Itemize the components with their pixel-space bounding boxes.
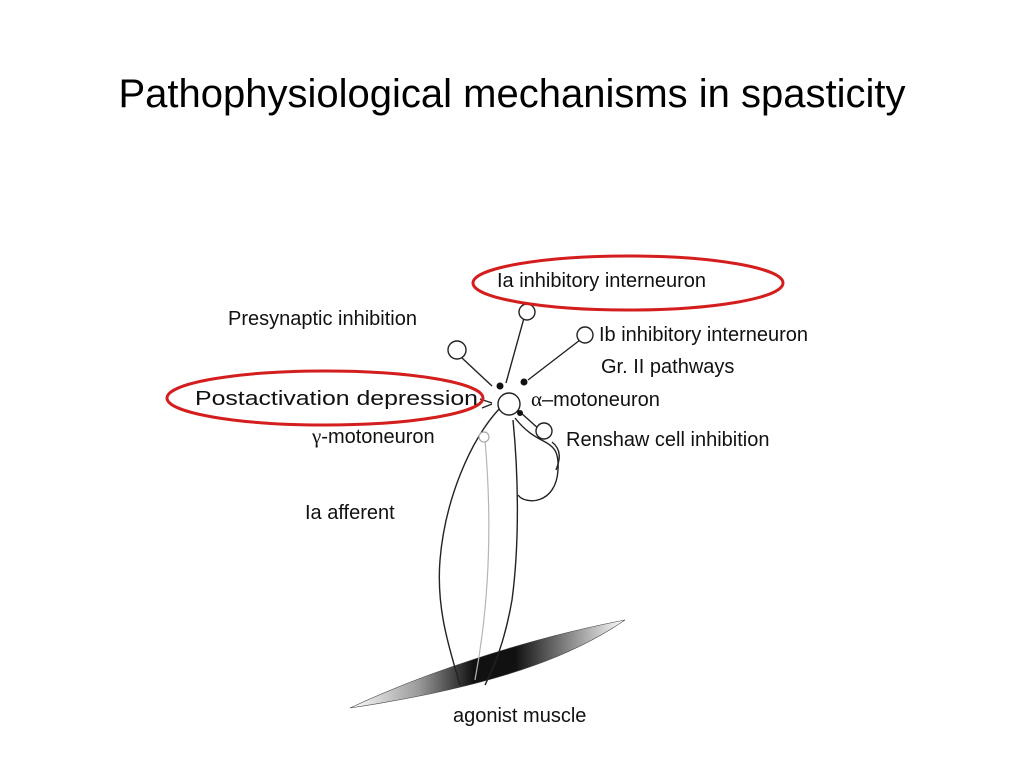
ia-afferent-fiber-return [484, 419, 519, 686]
highlight-ellipse-ia [471, 254, 785, 312]
ib-interneuron-node [576, 326, 594, 344]
ia-interneuron-node [518, 303, 536, 321]
synapse-dot [517, 410, 523, 416]
renshaw-loop [514, 417, 559, 502]
gamma-symbol: γ [311, 424, 321, 448]
alpha-motoneuron-soma [497, 392, 521, 416]
synapse-dot [496, 382, 504, 390]
label-postactivation: Postactivation depression [195, 388, 478, 410]
label-ib-inhibitory: Ib inhibitory interneuron [599, 324, 808, 346]
highlight-ellipse-postactivation [165, 369, 485, 427]
renshaw-cell-node [535, 422, 553, 440]
renshaw-branch [551, 441, 560, 471]
presynaptic-line [461, 357, 493, 387]
gamma-motoneuron-fiber [474, 439, 490, 681]
gamma-motoneuron-node [478, 431, 490, 443]
agonist-muscle-shape [349, 619, 626, 709]
alpha-symbol: α [531, 387, 542, 411]
label-gamma-motoneuron: γ-motoneuron [311, 424, 435, 448]
label-muscle: agonist muscle [453, 705, 586, 727]
synapse-dot [520, 378, 528, 386]
presynaptic-node [447, 340, 467, 360]
label-ia-inhibitory: Ia inhibitory interneuron [497, 270, 706, 292]
slide-title: Pathophysiological mechanisms in spastic… [118, 72, 906, 116]
label-ia-afferent: Ia afferent [305, 502, 395, 524]
label-renshaw: Renshaw cell inhibition [566, 429, 769, 451]
label-alpha-motoneuron: α–motoneuron [531, 387, 660, 411]
label-gr2: Gr. II pathways [601, 356, 734, 378]
ib-interneuron-line [527, 339, 581, 381]
gamma-rest: -motoneuron [321, 426, 434, 448]
ia-interneuron-line [505, 317, 525, 384]
label-presynaptic: Presynaptic inhibition [228, 308, 417, 330]
alpha-rest: –motoneuron [542, 389, 660, 411]
ia-afferent-fiber [438, 407, 501, 686]
